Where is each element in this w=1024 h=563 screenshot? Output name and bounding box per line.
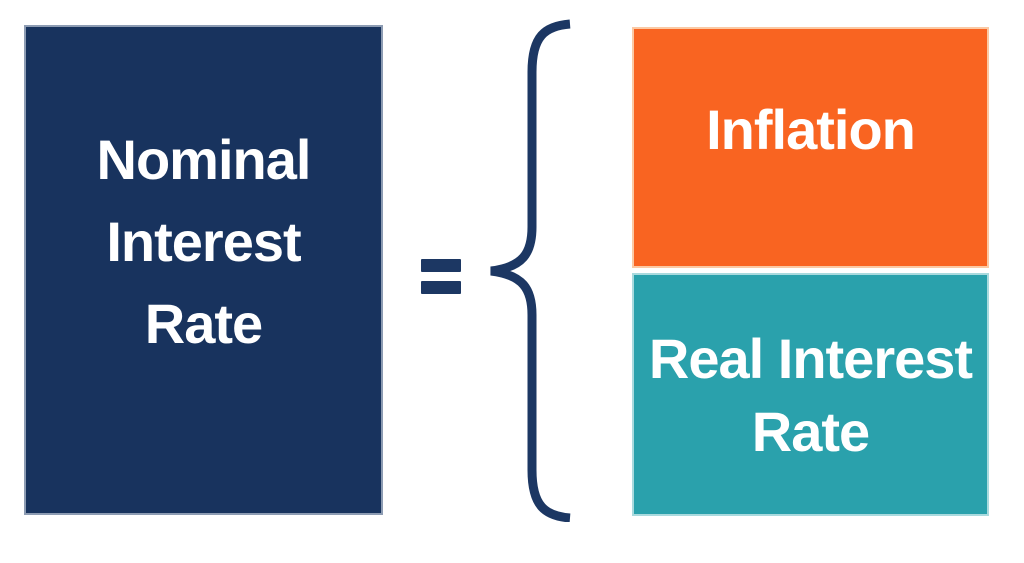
curly-brace-icon — [490, 19, 571, 522]
curly-brace-path — [490, 19, 571, 522]
nominal-interest-rate-label: Nominal Interest Rate — [96, 128, 312, 355]
nominal-interest-rate-box: Nominal Interest Rate — [24, 25, 383, 515]
equals-sign — [421, 259, 461, 294]
real-interest-rate-box: Real Interest Rate — [632, 273, 989, 516]
inflation-box: Inflation — [632, 27, 989, 268]
real-interest-rate-label: Real Interest Rate — [648, 326, 973, 463]
inflation-label: Inflation — [706, 97, 916, 161]
equals-bar-top — [421, 259, 461, 272]
equals-bar-bottom — [421, 281, 461, 294]
